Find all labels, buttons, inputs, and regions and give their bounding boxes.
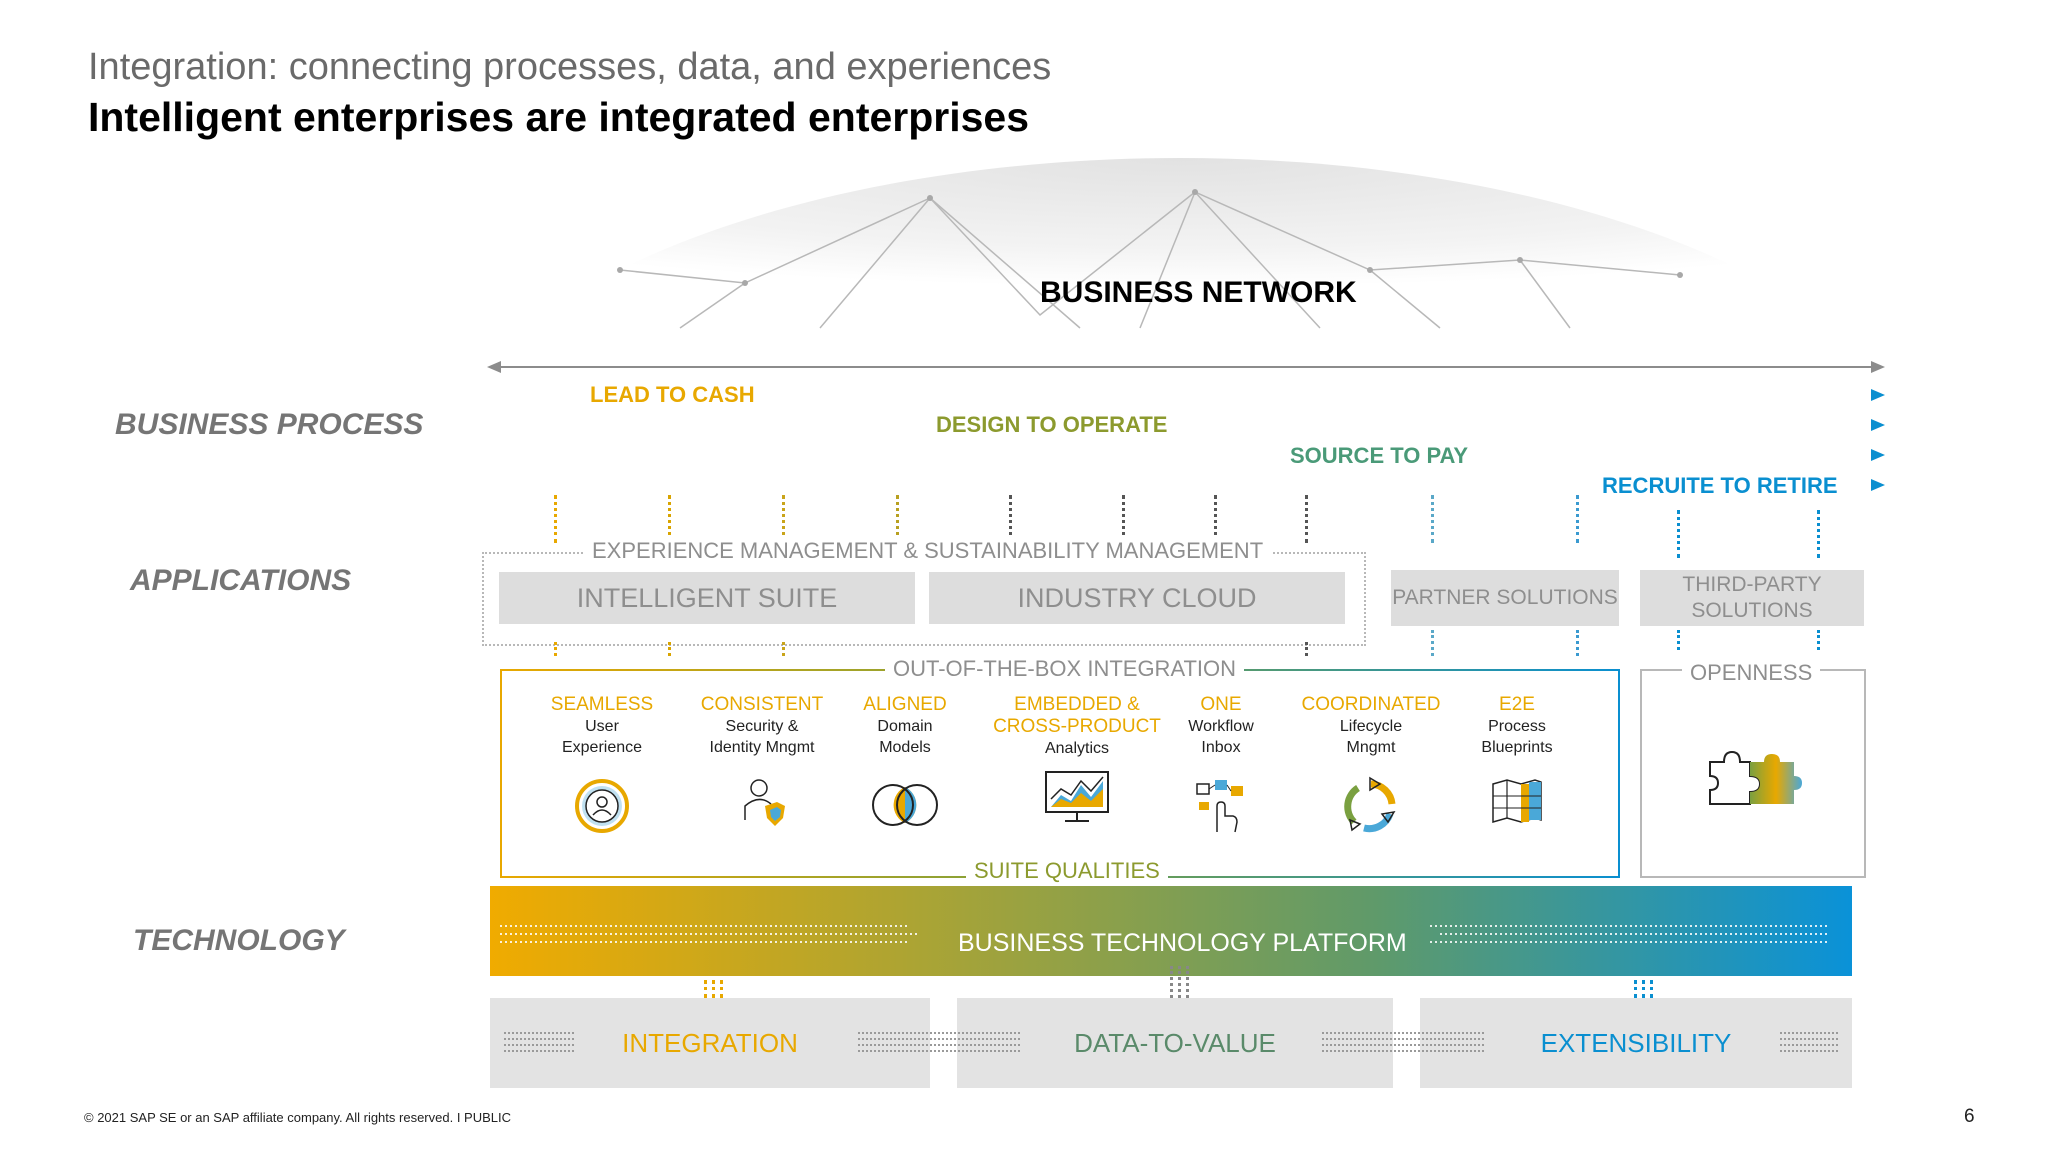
connector [1634,980,1637,998]
process-recruit-to-retire: RECRUITE TO RETIRE [1588,473,1852,499]
quality-one: ONE Workflow Inbox [1141,694,1301,836]
connector [1576,495,1579,543]
connector [720,980,723,998]
third-party-solutions-box: THIRD-PARTY SOLUTIONS [1640,570,1864,626]
quality-desc: Inbox [1201,739,1241,756]
quality-desc: Process [1488,718,1546,735]
connector [668,642,671,656]
network-dome-graphic [520,158,1840,330]
row-label-applications: APPLICATIONS [130,564,352,597]
connector [554,495,557,543]
connector [1431,630,1434,656]
connector [712,980,715,998]
connector [1214,495,1217,543]
quality-desc: Models [879,739,931,756]
quality-title: CONSISTENT [700,694,824,715]
connector [782,495,785,543]
quality-coordinated: COORDINATED Lifecycle Mngmt [1286,694,1456,836]
quality-desc: Identity Mngmt [709,739,815,756]
quality-desc: Experience [561,739,643,756]
quality-aligned: ALIGNED Domain Models [820,694,990,830]
quality-title: ALIGNED [863,694,947,715]
connector [782,642,785,656]
business-network-label: BUSINESS NETWORK [1040,276,1357,309]
connector [1122,495,1125,543]
quality-desc: User [585,718,619,735]
quality-desc: Domain [877,718,933,735]
process-design-to-operate: DESIGN TO OPERATE [922,412,1182,438]
connector [704,980,707,998]
business-technology-platform-label: BUSINESS TECHNOLOGY PLATFORM [958,929,1407,957]
quality-e2e: E2E Process Blueprints [1432,694,1602,826]
quality-title: ONE [1200,694,1242,715]
openness-title: OPENNESS [1682,660,1821,686]
connector [896,495,899,543]
extensibility-pillar: EXTENSIBILITY [1420,998,1852,1088]
row-label-business-process: BUSINESS PROCESS [115,408,424,441]
pillar-dots-decoration [504,1032,1840,1052]
page-number: 6 [1964,1106,1975,1127]
quality-title: SEAMLESS [550,694,654,715]
quality-desc: Workflow [1188,718,1254,735]
connector [1677,630,1680,650]
quality-title: EMBEDDED & [1014,694,1140,715]
blueprint-map-icon [1432,776,1602,826]
integration-pillar: INTEGRATION [490,998,930,1088]
quality-desc: Analytics [1044,740,1110,757]
connector [1178,966,1181,998]
quality-desc: Mngmt [1346,739,1396,756]
quality-title: CROSS-PRODUCT [993,716,1161,737]
copyright-footer: © 2021 SAP SE or an SAP affiliate compan… [84,1110,512,1125]
partner-solutions-box: PARTNER SOLUTIONS [1391,570,1619,626]
connector [554,642,557,656]
quality-title: E2E [1499,694,1535,715]
experience-management-title: EXPERIENCE MANAGEMENT & SUSTAINABILITY M… [584,538,1272,564]
connector [668,495,671,543]
slide-subtitle: Integration: connecting processes, data,… [88,46,1052,88]
quality-consistent: CONSISTENT Security & Identity Mngmt [677,694,847,830]
row-label-technology: TECHNOLOGY [133,924,345,957]
connector [1817,630,1820,650]
intelligent-suite-box: INTELLIGENT SUITE [499,572,915,624]
quality-desc: Blueprints [1481,739,1553,756]
user-circle-icon [517,778,687,834]
quality-desc: Security & [725,718,799,735]
connector [1009,495,1012,543]
data-to-value-pillar: DATA-TO-VALUE [957,998,1393,1088]
puzzle-icon [1706,750,1802,815]
connector [1305,642,1308,656]
quality-embedded: EMBEDDED & CROSS-PRODUCT Analytics [992,694,1162,825]
user-shield-icon [677,776,847,830]
connector [1677,510,1680,558]
connector [1431,495,1434,543]
process-source-to-pay: SOURCE TO PAY [1276,443,1483,469]
connector [1186,966,1189,998]
quality-title: COORDINATED [1301,694,1441,715]
quality-desc: Lifecycle [1339,718,1403,735]
suite-qualities-title: SUITE QUALITIES [966,858,1168,884]
slide-title: Intelligent enterprises are integrated e… [88,94,1030,140]
connector [1305,495,1308,543]
connector [1642,980,1645,998]
platform-dots-decoration [500,925,1830,943]
connector [1650,980,1653,998]
business-technology-platform-bar [490,886,1852,976]
workflow-touch-icon [1141,776,1301,836]
connector [1170,966,1173,998]
venn-icon [820,780,990,830]
process-lead-to-cash: LEAD TO CASH [576,382,769,408]
connector [1576,630,1579,656]
out-of-the-box-integration-title: OUT-OF-THE-BOX INTEGRATION [885,656,1245,682]
connector [1817,510,1820,558]
industry-cloud-box: INDUSTRY CLOUD [929,572,1345,624]
lifecycle-cycle-icon [1286,776,1456,836]
suite-qualities-frame [500,669,1620,878]
analytics-monitor-icon [992,769,1162,825]
quality-seamless: SEAMLESS User Experience [517,694,687,834]
